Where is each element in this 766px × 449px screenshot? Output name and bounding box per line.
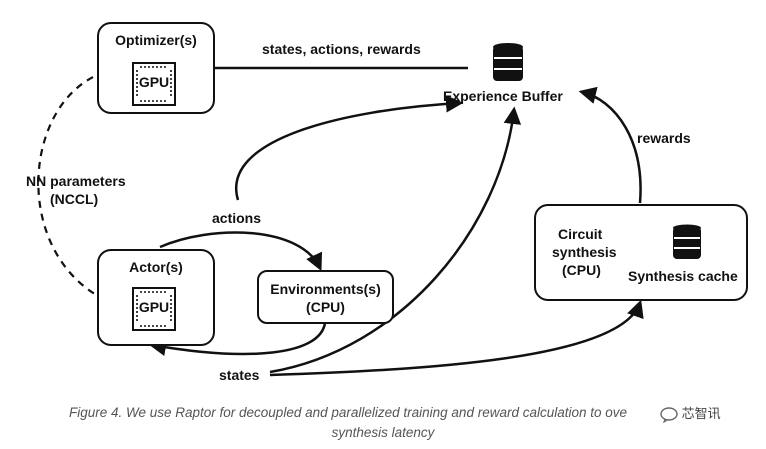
chip-pins-icon [136, 291, 172, 327]
label-actions: actions [212, 210, 262, 226]
label-rewards: rewards [637, 130, 691, 146]
label-states-actions-rewards: states, actions, rewards [262, 41, 421, 57]
circuit-synthesis-box: Circuit synthesis (CPU) Synthesis cache [534, 204, 748, 301]
edge-states-to-buffer [269, 106, 522, 374]
environments-title-line1: Environments(s) [270, 281, 381, 297]
environments-box: Environments(s) (CPU) [257, 270, 394, 324]
database-icon [673, 224, 701, 259]
synthesis-cache-label: Synthesis cache [628, 268, 738, 284]
edge-actor-to-environment [159, 231, 323, 272]
circuit-title-line3: (CPU) [562, 262, 601, 278]
actor-chip-label: GPU [138, 299, 170, 315]
edge-states-to-circuit [269, 299, 644, 377]
gpu-chip-icon: GPU [132, 287, 176, 331]
figure-caption-line1: Figure 4. We use Raptor for decoupled an… [68, 405, 628, 420]
gpu-chip-icon: GPU [132, 62, 176, 106]
chip-pins-icon [136, 66, 172, 102]
circuit-title-line2: synthesis [552, 244, 617, 260]
edge-nn-parameters [37, 70, 115, 306]
environments-title-line2: (CPU) [306, 299, 345, 315]
edge-circuit-to-buffer [578, 86, 642, 204]
chat-bubble-icon [660, 406, 678, 423]
watermark-label: 芯智讯 [660, 403, 721, 423]
label-nn-parameters-line2: (NCCL) [50, 191, 99, 207]
edge-environment-to-actor [148, 322, 327, 357]
optimizer-title: Optimizer(s) [115, 32, 197, 48]
optimizer-chip-label: GPU [138, 74, 170, 90]
edge-actions-to-buffer [235, 95, 464, 201]
label-nn-parameters-line1: NN parameters [26, 173, 126, 189]
figure-caption-line2: synthesis latency [331, 425, 435, 440]
experience-buffer-label: Experience Buffer [443, 88, 563, 104]
circuit-title-line1: Circuit [558, 226, 603, 242]
optimizer-box: Optimizer(s) GPU [97, 22, 215, 114]
database-icon [493, 43, 523, 81]
watermark-text: 芯智讯 [681, 406, 721, 421]
label-states: states [219, 367, 260, 383]
actor-title: Actor(s) [129, 259, 183, 275]
actor-box: Actor(s) GPU [97, 249, 215, 346]
